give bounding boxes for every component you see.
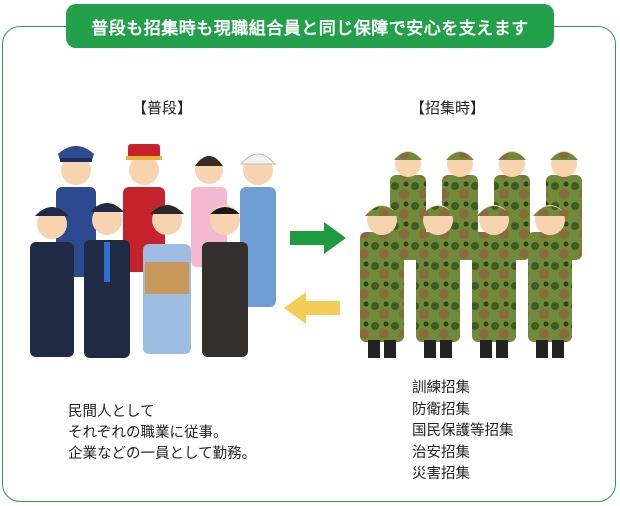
soldiers-illustration	[360, 151, 582, 358]
call-up-types-list: 訓練招集 防衛招集 国民保護等招集 治安招集 災害招集	[412, 378, 514, 486]
construction-worker-figure	[239, 153, 277, 307]
call-up-type: 災害招集	[412, 466, 470, 482]
banner-title: 普段も招集時も現職組合員と同じ保障で安心を支えます	[66, 4, 554, 48]
station-staff-figure	[30, 207, 74, 357]
normal-line: 民間人として	[68, 404, 155, 420]
normal-line: それぞれの職業に従事。	[68, 425, 228, 441]
label-call-up: 【招集時】	[410, 99, 486, 117]
call-up-type: 防衛招集	[412, 401, 470, 418]
normal-description: 民間人として それぞれの職業に従事。 企業などの一員として勤務。	[68, 402, 256, 465]
label-normal: 【普段】	[132, 99, 193, 117]
call-up-type: 国民保護等招集	[412, 423, 514, 439]
delivery-worker-figure	[143, 205, 191, 354]
green-arrow-right-icon	[290, 222, 346, 254]
office-worker-figure	[202, 205, 248, 357]
normal-line: 企業などの一員として勤務。	[68, 446, 257, 462]
call-up-type: 治安招集	[412, 444, 470, 461]
call-up-type: 訓練招集	[412, 380, 470, 396]
train-conductor-figure	[84, 203, 130, 358]
soldier-front-row	[360, 205, 572, 358]
yellow-arrow-left-icon	[284, 292, 340, 324]
civilian-workers-illustration	[30, 144, 277, 358]
